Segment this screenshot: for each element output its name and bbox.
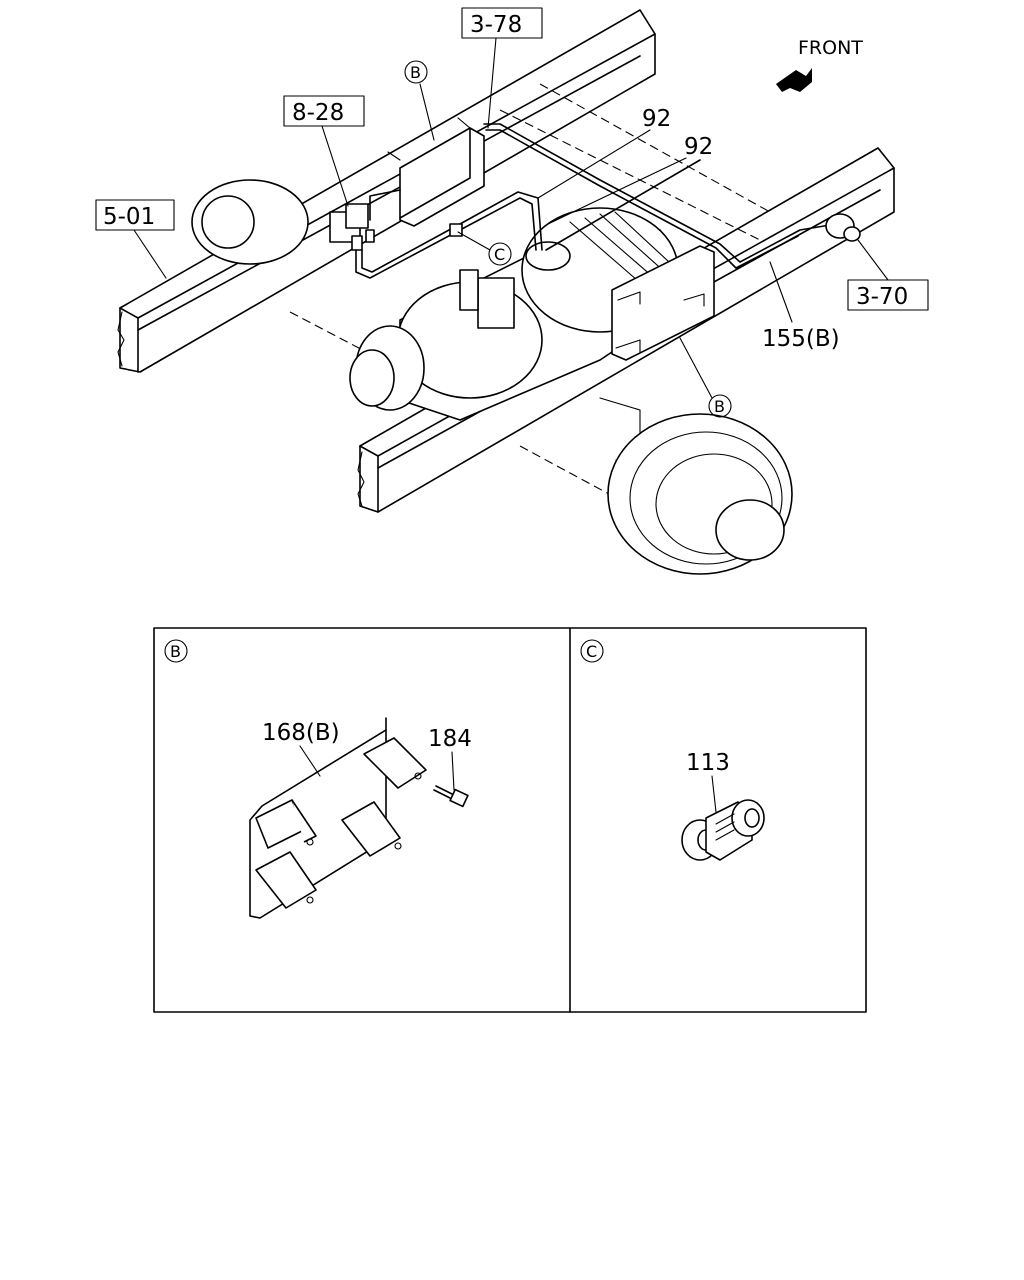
ref-box-3-78[interactable]: 3-78	[461, 7, 543, 39]
callout-92-upper: 92	[642, 106, 671, 132]
marker-b-top-text: B	[410, 63, 421, 82]
front-arrow-icon	[776, 68, 812, 92]
bracket-168b	[249, 717, 427, 919]
marker-c-main-text: C	[494, 245, 505, 264]
sensor-fitting	[825, 213, 861, 242]
panel-b-marker: B	[164, 639, 188, 663]
marker-b-bottom-text: B	[714, 397, 725, 416]
bracket-right-rail	[611, 245, 715, 361]
callout-184: 184	[428, 726, 472, 752]
detail-panel-c: C 113	[580, 639, 765, 861]
panel-c-marker-text: C	[586, 642, 597, 661]
detail-panel-b: B 168(B) 184	[164, 639, 472, 919]
marker-c-main: C	[488, 242, 512, 266]
clip-113	[681, 799, 765, 861]
detail-panel-frame	[153, 627, 867, 1013]
panel-c-marker: C	[580, 639, 604, 663]
ref-box-8-28[interactable]: 8-28	[283, 95, 365, 127]
panel-b-marker-text: B	[170, 642, 181, 661]
ref-3-78-text: 3-78	[470, 12, 522, 38]
cross-member	[289, 83, 771, 501]
bolt-184	[433, 785, 469, 808]
valve-box	[387, 117, 485, 227]
brake-pipes	[355, 123, 837, 279]
ref-box-5-01[interactable]: 5-01	[95, 199, 175, 231]
valve-cluster	[329, 203, 375, 251]
callout-113: 113	[686, 750, 730, 776]
callout-168b: 168(B)	[262, 720, 340, 746]
left-wheel-hub	[191, 179, 309, 265]
ref-3-70-text: 3-70	[856, 284, 908, 310]
ref-8-28-text: 8-28	[292, 100, 344, 126]
axle-housing	[349, 207, 691, 421]
callout-155b: 155(B)	[762, 326, 840, 352]
ref-box-3-70[interactable]: 3-70	[847, 279, 929, 311]
ref-5-01-text: 5-01	[103, 204, 155, 230]
marker-b-bottom: B	[708, 394, 732, 418]
callout-92-lower: 92	[684, 134, 713, 160]
front-label: FRONT	[798, 37, 863, 59]
right-wheel-drum	[599, 397, 793, 575]
marker-b-top: B	[404, 60, 428, 84]
